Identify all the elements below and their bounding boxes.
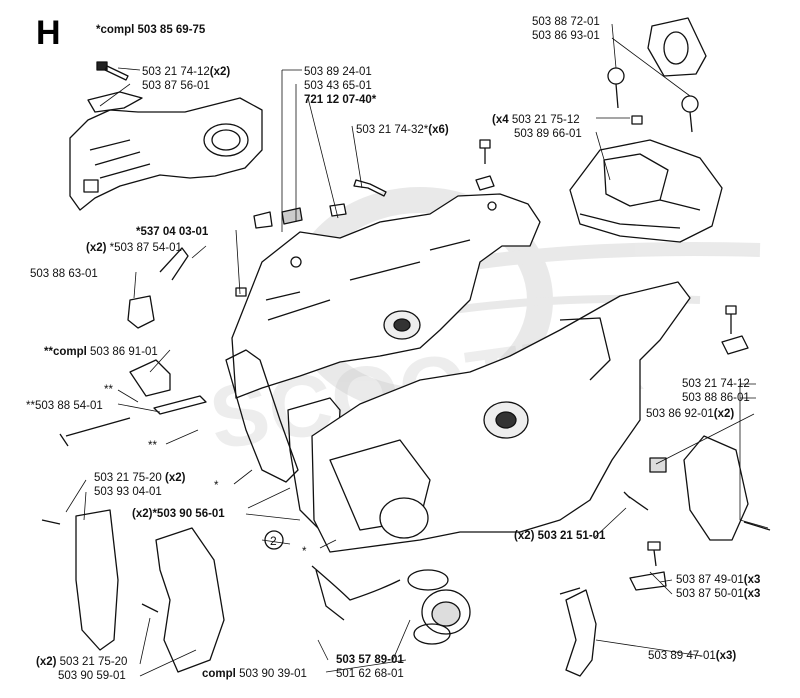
- part-label: 503 86 92-01(x2): [646, 408, 734, 421]
- part-label: 503 89 66-01: [514, 128, 582, 140]
- part-label: 503 88 72-01: [532, 16, 600, 28]
- crankcase-part: [231, 193, 541, 399]
- part-qty: (x3: [743, 574, 761, 586]
- part-qty: (x2): [713, 408, 735, 420]
- cover-plate-part: [683, 435, 771, 541]
- leader-lines: [65, 23, 769, 677]
- part-label: 503 43 65-01: [304, 80, 372, 92]
- part-label: 503 90 59-01: [58, 670, 126, 682]
- part-label: **: [104, 384, 113, 396]
- part-qty: (x2): [86, 242, 107, 254]
- part-label: 503 21 74-32*(x6): [356, 124, 449, 137]
- part-qty: **compl: [44, 346, 87, 358]
- part-qty: (x3: [743, 588, 761, 600]
- part-label: 503 89 24-01: [304, 66, 372, 78]
- part-label: (x2) *503 87 54-01: [86, 242, 182, 255]
- part-label: 503 88 63-01: [30, 268, 98, 280]
- part-label: 503 93 04-01: [94, 486, 162, 498]
- part-number: 503 87 49-01: [676, 574, 744, 586]
- part-label: *: [302, 546, 307, 558]
- part-label: *537 04 03-01: [136, 226, 209, 238]
- screw-parts-right: [623, 305, 749, 591]
- part-number: 503 86 91-01: [90, 346, 158, 358]
- part-label: 503 57 89-01: [336, 654, 404, 666]
- callout-circle-label: 2: [270, 534, 277, 548]
- part-label: **503 88 54-01: [26, 400, 103, 412]
- part-label: (x4 503 21 75-12: [492, 114, 580, 127]
- section-letter: H: [36, 14, 61, 52]
- part-number: 503 21 74-32*: [356, 124, 429, 136]
- part-label: 503 87 50-01(x3: [676, 588, 760, 601]
- part-number: 503 86 92-01: [646, 408, 714, 420]
- part-qty: (x2): [209, 66, 231, 78]
- part-qty: (x2): [514, 530, 535, 542]
- part-qty: (x4: [492, 114, 509, 126]
- crankcase-half-part: [311, 281, 691, 553]
- part-label: *: [214, 480, 219, 492]
- part-label: **: [148, 440, 157, 452]
- part-label: 503 21 74-12(x2): [142, 66, 230, 79]
- part-number: *503 87 54-01: [109, 242, 182, 254]
- part-label: 721 12 07-40*: [304, 94, 377, 106]
- part-label: 503 21 75-20 (x2): [94, 472, 185, 485]
- part-label: 503 87 49-01(x3: [676, 574, 760, 587]
- part-qty: (x3): [715, 650, 737, 662]
- guard-part: [41, 509, 225, 673]
- bumper-part: [559, 587, 597, 677]
- part-label: **compl 503 86 91-01: [44, 346, 158, 359]
- part-qty: (x6): [428, 124, 449, 136]
- part-number: 503 21 75-20: [59, 656, 128, 668]
- tank-cap-part: [311, 565, 471, 645]
- filter-parts: [607, 17, 707, 133]
- small-parts: [253, 139, 495, 229]
- part-label: 503 86 93-01: [532, 30, 600, 42]
- callout-circle-shape: [264, 530, 284, 550]
- part-number: 503 21 75-20: [94, 472, 162, 484]
- part-label: 503 21 74-12: [682, 378, 750, 390]
- part-number: 503 21 75-12: [511, 114, 580, 126]
- part-qty: compl: [202, 668, 236, 680]
- part-label: compl 503 90 39-01: [202, 668, 307, 681]
- tank-housing-part: [569, 139, 723, 243]
- part-label: 501 62 68-01: [336, 668, 404, 680]
- part-number: 503 21 51-01: [537, 530, 606, 542]
- part-number: 503 89 47-01: [648, 650, 716, 662]
- part-number: 503 90 39-01: [239, 668, 307, 680]
- part-label: (x2)*503 90 56-01: [132, 508, 225, 520]
- part-label: (x2) 503 21 51-01: [514, 530, 605, 543]
- cover-part: [69, 91, 263, 211]
- part-label: 503 88 86-01: [682, 392, 750, 404]
- part-qty: (x2): [36, 656, 57, 668]
- assembly-ref: *compl 503 85 69-75: [96, 24, 206, 36]
- screw-part: [96, 61, 129, 81]
- part-number: 503 87 50-01: [676, 588, 744, 600]
- part-label: 503 89 47-01(x3): [648, 650, 736, 663]
- part-number: 503 21 74-12: [142, 66, 210, 78]
- part-qty: (x2): [165, 472, 186, 484]
- part-label: 503 87 56-01: [142, 80, 210, 92]
- part-label: (x2) 503 21 75-20: [36, 656, 127, 669]
